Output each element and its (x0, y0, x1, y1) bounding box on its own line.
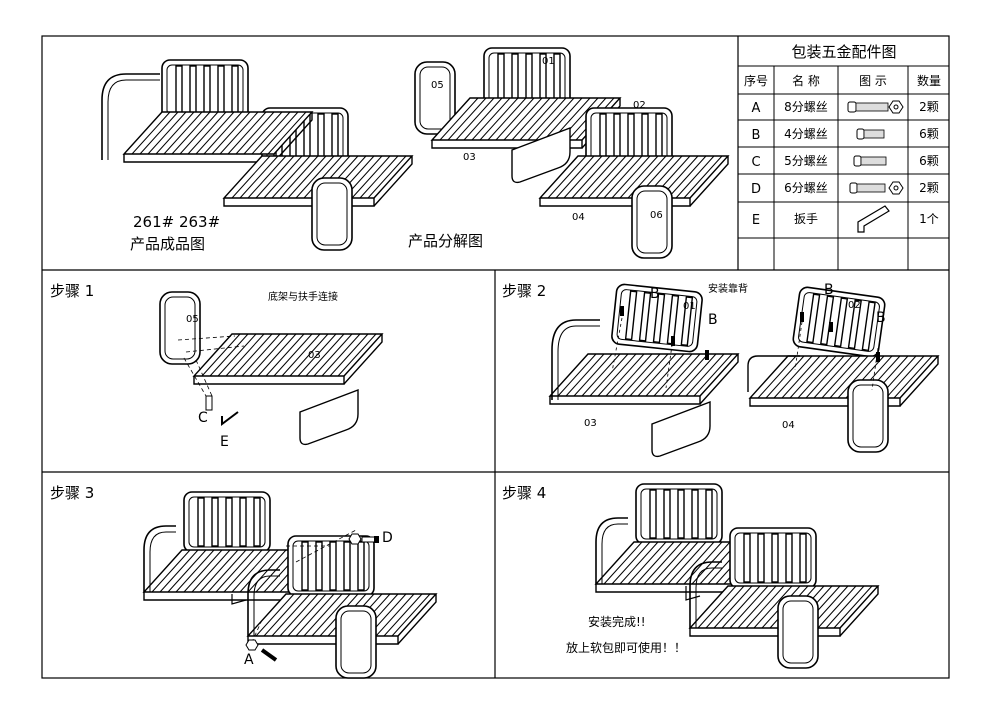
step2-part-03: 03 (584, 418, 597, 429)
step4-title: 步骤 4 (502, 484, 546, 502)
model-numbers: 261# 263# (133, 213, 220, 231)
step2-caption: 安装靠背 (708, 282, 748, 295)
step1-title: 步骤 1 (50, 282, 94, 300)
step2-label-b-2: B (708, 312, 718, 328)
step1-caption: 底架与扶手连接 (268, 290, 338, 303)
step1-label-e: E (220, 434, 229, 450)
row-b-id: B (752, 128, 761, 143)
row-e-name: 扳手 (794, 212, 818, 226)
long-bolt-with-nut-icon (847, 100, 904, 114)
step1-illustration (159, 291, 383, 446)
row-a-qty: 2颗 (919, 100, 939, 114)
step2-label-b-1: B (650, 286, 660, 302)
hardware-table (738, 65, 949, 270)
row-b-name: 4分螺丝 (784, 127, 828, 141)
bolt-with-nut-icon (849, 181, 904, 195)
step3-illustration (144, 492, 436, 679)
row-c-qty: 6颗 (919, 154, 939, 168)
row-c-id: C (751, 155, 760, 170)
step2-label-b-4: B (876, 310, 886, 326)
step1-part-05: 05 (186, 314, 199, 325)
step2-title: 步骤 2 (502, 282, 546, 300)
part-label-06: 06 (650, 210, 663, 221)
row-d-qty: 2颗 (919, 181, 939, 195)
step1-part-03: 03 (308, 350, 321, 361)
header-index: 序号 (744, 73, 768, 88)
step2-part-02: 02 (848, 300, 861, 311)
step2-left-illustration (549, 282, 739, 458)
step2-part-04: 04 (782, 420, 795, 431)
medium-bolt-icon (853, 155, 887, 167)
header-quantity: 数量 (917, 73, 941, 88)
step4-done-line-1: 安装完成!! (588, 614, 646, 629)
part-label-01: 01 (542, 56, 555, 67)
step2-right-illustration (747, 285, 939, 453)
header-diagram: 图 示 (859, 74, 887, 88)
row-d-name: 6分螺丝 (784, 181, 828, 195)
allen-wrench-icon (857, 205, 890, 233)
row-d-id: D (751, 182, 761, 197)
hardware-table-title: 包装五金配件图 (791, 43, 896, 61)
exploded-sofa-illustration (414, 47, 729, 259)
step4-done-line-2: 放上软包即可使用！！ (566, 640, 686, 655)
part-label-02: 02 (633, 100, 646, 111)
step2-label-b-3: B (824, 282, 834, 298)
header-name: 名 称 (792, 73, 820, 88)
row-e-id: E (752, 213, 760, 228)
part-label-04: 04 (572, 212, 585, 223)
part-label-05: 05 (431, 80, 444, 91)
row-a-name: 8分螺丝 (784, 100, 828, 114)
row-b-qty: 6颗 (919, 127, 939, 141)
step3-label-d: D (382, 530, 393, 546)
assembled-caption: 产品成品图 (130, 235, 205, 253)
step3-label-a: A (244, 652, 254, 668)
row-c-name: 5分螺丝 (784, 154, 828, 168)
step2-part-01: 01 (683, 301, 696, 312)
row-e-qty: 1个 (919, 212, 939, 226)
step4-assembled-illustration (596, 484, 878, 669)
step1-label-c: C (198, 410, 208, 426)
row-a-id: A (752, 101, 761, 116)
part-label-03: 03 (463, 152, 476, 163)
short-bolt-icon (856, 128, 885, 140)
exploded-caption: 产品分解图 (408, 232, 483, 250)
step3-title: 步骤 3 (50, 484, 94, 502)
assembled-sofa-illustration (101, 59, 413, 251)
